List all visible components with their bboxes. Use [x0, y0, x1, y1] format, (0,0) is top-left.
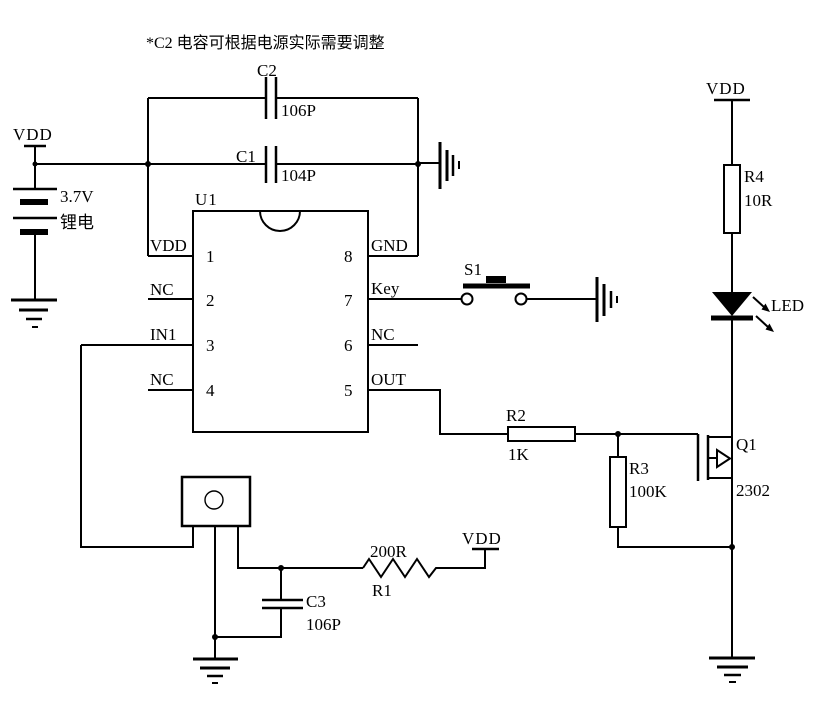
ic-u1: U1 VDD NC IN1 NC 1 2 3 4 GND Key NC OUT …	[81, 190, 508, 435]
switch-terminal	[460, 292, 474, 306]
led-branch: VDD R4 10R LED	[706, 79, 804, 332]
pin-label: NC	[150, 280, 174, 299]
q1-value: 2302	[736, 481, 770, 500]
pin-number: 8	[344, 247, 353, 266]
note-text: *C2 电容可根据电源实际需要调整	[146, 34, 385, 52]
c1-value: 104P	[281, 166, 316, 185]
r4-ref: R4	[744, 167, 764, 186]
button-cap	[486, 276, 506, 283]
ground-symbol-top-right	[418, 142, 460, 189]
resistor-r3: R3 100K	[609, 434, 735, 550]
resistor-body	[609, 456, 627, 528]
switch-terminal	[514, 292, 528, 306]
pin-number: 4	[206, 381, 215, 400]
ic-ref: U1	[195, 190, 218, 209]
sensor-hole	[204, 490, 224, 510]
led-arrowhead	[765, 323, 774, 332]
r2-ref: R2	[506, 406, 526, 425]
ground-symbol-left	[11, 298, 57, 328]
s1-ref: S1	[464, 260, 482, 279]
capacitor-c2: C2 106P	[148, 61, 418, 120]
sensor-leg-right	[237, 526, 363, 569]
resistor-body-r4	[723, 164, 741, 234]
pin-label: VDD	[150, 236, 187, 255]
pin-number: 1	[206, 247, 215, 266]
led-arrow	[755, 315, 769, 328]
pin-number: 5	[344, 381, 353, 400]
wire	[617, 527, 732, 548]
wire	[215, 608, 282, 638]
c3-ref: C3	[306, 592, 326, 611]
r1-value: 200R	[370, 542, 408, 561]
led-arrow	[752, 296, 765, 308]
body-arrow	[716, 448, 732, 469]
c2-value: 106P	[281, 101, 316, 120]
pin-number: 6	[344, 336, 353, 355]
c2-ref: C2	[257, 61, 277, 80]
pin-label: GND	[371, 236, 408, 255]
pin-number: 3	[206, 336, 215, 355]
ic-notch	[259, 210, 301, 232]
pin-label: OUT	[371, 370, 407, 389]
mosfet-q1: Q1 2302	[696, 318, 770, 683]
r4-value: 10R	[744, 191, 773, 210]
junction-dot	[212, 634, 218, 640]
sensor-module	[80, 345, 363, 659]
r3-ref: R3	[629, 459, 649, 478]
resistor-zigzag	[362, 549, 486, 579]
r2-value: 1K	[508, 445, 530, 464]
wire-in1	[80, 345, 194, 548]
pin-number: 2	[206, 291, 215, 310]
ground-symbol-bottom-right	[709, 656, 755, 683]
led-symbol: LED	[711, 292, 804, 332]
pin-label: NC	[371, 325, 395, 344]
battery-voltage-label: 3.7V	[60, 187, 94, 206]
switch-s1: S1	[460, 260, 618, 322]
capacitor-c1: C1 104P	[236, 146, 316, 185]
pin-number: 7	[344, 291, 353, 310]
sensor-body	[180, 475, 252, 528]
pin-label: IN1	[150, 325, 176, 344]
r3-value: 100K	[629, 482, 668, 501]
junction-dot	[32, 161, 38, 167]
vdd-label-battery: VDD	[13, 125, 53, 144]
ground-symbol-s1	[595, 277, 618, 322]
pin-wire-5-out	[368, 389, 508, 435]
pin-label: NC	[150, 370, 174, 389]
ic-body	[192, 210, 369, 433]
r1-ref: R1	[372, 581, 392, 600]
resistor-r1: 200R R1 VDD	[362, 529, 502, 600]
capacitor-c3: C3 106P	[212, 568, 341, 640]
resistor-r2: R2 1K	[506, 406, 698, 464]
led-arrowhead	[761, 303, 770, 312]
vdd-rail	[32, 161, 421, 167]
c1-ref: C1	[236, 147, 256, 166]
battery: VDD 3.7V 锂电	[11, 125, 94, 328]
q1-ref: Q1	[736, 435, 757, 454]
resistor-body	[507, 426, 576, 442]
battery-type-label: 锂电	[60, 213, 94, 232]
pin-label: Key	[371, 279, 400, 298]
c3-value: 106P	[306, 615, 341, 634]
vdd-label-r1: VDD	[462, 529, 502, 548]
led-label: LED	[771, 296, 804, 315]
vdd-label-top-right: VDD	[706, 79, 746, 98]
ground-symbol-bottom-mid	[193, 657, 238, 684]
led-triangle	[712, 292, 752, 316]
